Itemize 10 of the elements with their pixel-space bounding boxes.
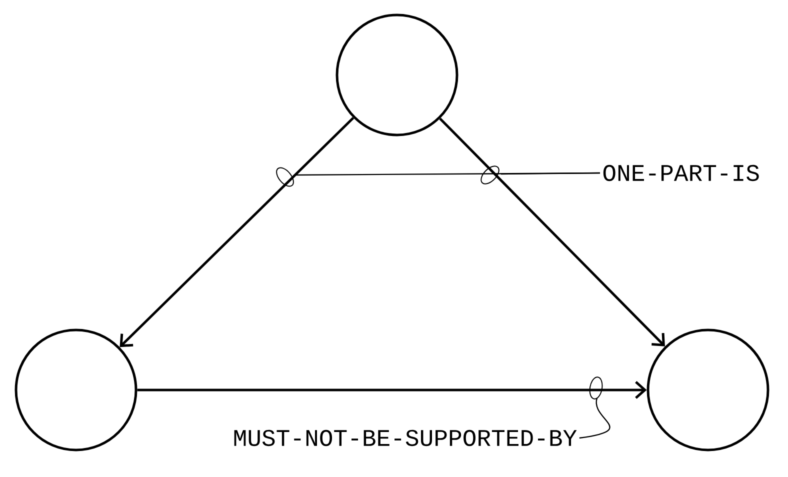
leader-line: [579, 398, 610, 439]
text-label: ONE-PART-IS: [603, 164, 759, 182]
arrow: [439, 118, 665, 346]
circle-node: [336, 14, 458, 136]
circle-node: [14, 328, 138, 452]
circle-node: [646, 328, 770, 452]
leader-line: [296, 172, 600, 176]
arrow: [137, 376, 647, 400]
text-label: MUST-NOT-BE-SUPPORTED-BY: [234, 430, 577, 446]
arrow: [120, 117, 354, 348]
